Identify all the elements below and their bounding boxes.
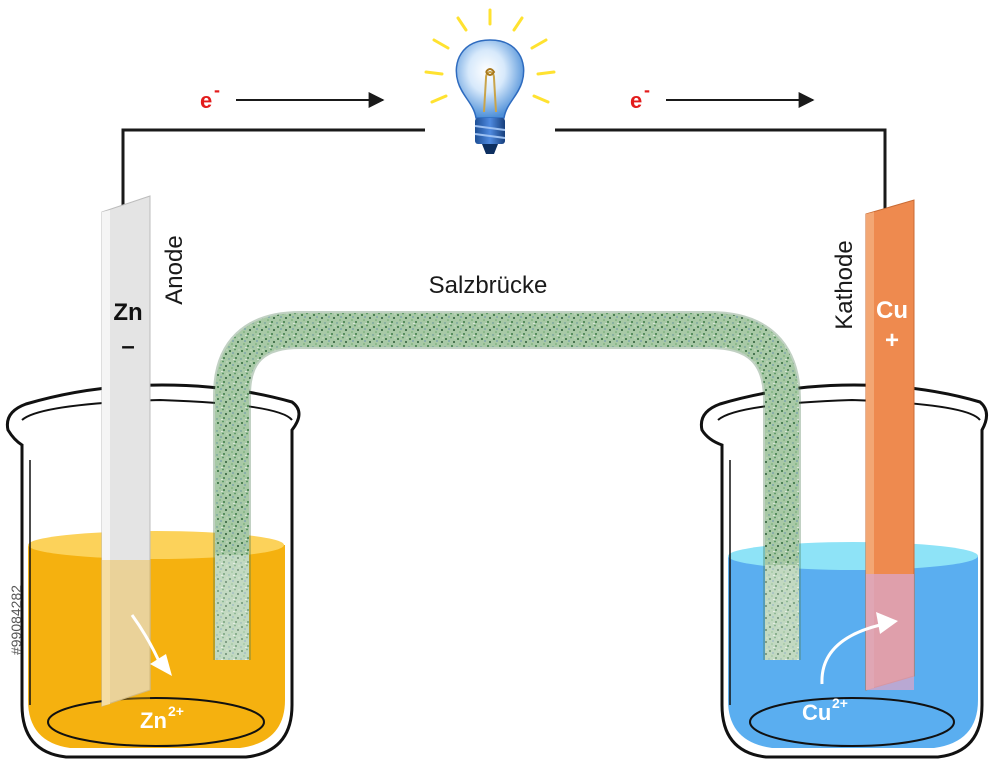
beaker-outline-left [5,383,301,759]
copper-symbol: Cu [876,297,908,324]
electron-label-left: e [200,88,212,113]
copper-ion-charge: 2+ [832,695,848,711]
salt-bridge [213,311,801,660]
electron-label-right: e [630,88,642,113]
stock-id: #99084282 [8,585,24,655]
cathode-label: Kathode [831,240,858,329]
ion-migration-arrow-icon [820,612,898,685]
beaker-bottom-left [47,697,265,747]
copper-polarity: + [885,327,899,354]
electron-charge-right: - [644,80,650,100]
electron-charge-left: - [214,80,220,100]
salt-bridge-label: Salzbrücke [429,272,548,299]
zinc-beaker [5,383,301,759]
zinc-symbol: Zn [113,299,142,326]
copper-electrode: Cu + [865,199,915,691]
zinc-ion-charge: 2+ [168,703,184,719]
electron-flow-left: e - [200,80,385,113]
electron-flow-right: e - [630,80,815,113]
beaker-bottom-right [749,697,955,747]
ion-migration-arrow-icon [130,614,172,676]
zinc-electrode: Zn – [101,195,151,707]
circuit-wire-left [121,128,425,205]
zinc-ion-base: Zn [140,708,167,733]
light-bulb-icon [424,8,556,154]
beaker-outline-right [699,383,988,759]
zinc-polarity: – [121,333,134,360]
copper-ion-base: Cu [802,700,831,725]
circuit-wire-right [555,128,887,210]
copper-ion-label: Cu 2+ [802,695,848,725]
anode-label: Anode [161,235,188,304]
zinc-ion-label: Zn 2+ [140,703,184,733]
